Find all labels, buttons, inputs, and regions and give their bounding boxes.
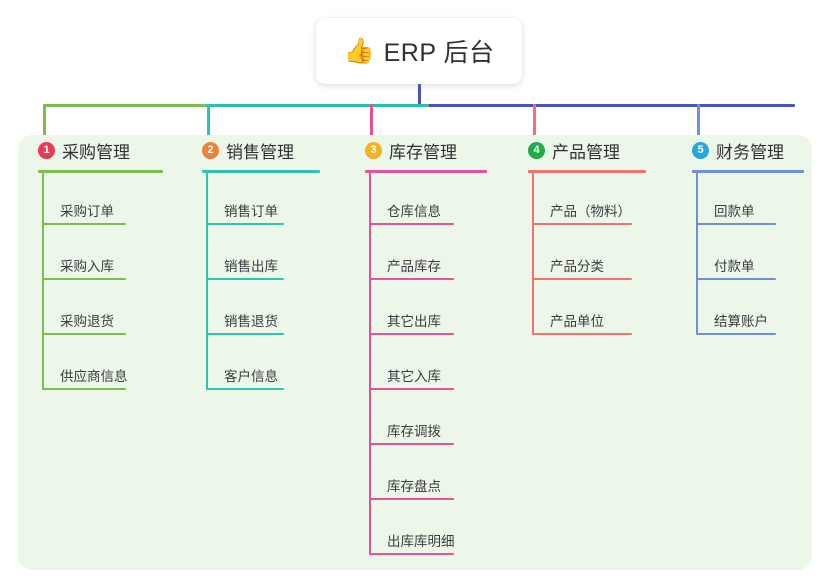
module-column-3: 3 库存管理仓库信息产品库存其它出库其它入库库存调拨库存盘点出库库明细	[345, 135, 505, 555]
module-item-rule	[369, 498, 454, 500]
module-header-4[interactable]: 4 产品管理	[508, 135, 668, 165]
connector-bus-segment	[428, 104, 795, 107]
module-header-rule	[528, 170, 646, 173]
module-item[interactable]: 库存调拨	[369, 423, 441, 440]
module-header-rule	[692, 170, 804, 173]
module-title: 采购管理	[62, 142, 130, 162]
module-item[interactable]: 出库库明细	[369, 533, 455, 550]
module-item-rule	[369, 443, 454, 445]
module-item[interactable]: 销售订单	[206, 203, 278, 220]
module-item-label: 采购退货	[60, 314, 114, 329]
module-item[interactable]: 回款单	[696, 203, 755, 220]
module-item[interactable]: 产品单位	[532, 313, 604, 330]
module-item-label: 其它出库	[387, 314, 441, 329]
module-item[interactable]: 仓库信息	[369, 203, 441, 220]
module-item-rule	[206, 333, 284, 335]
module-number-badge: 3	[365, 141, 382, 159]
module-item-label: 库存盘点	[387, 479, 441, 494]
module-title: 销售管理	[226, 142, 294, 162]
module-header-rule	[38, 170, 163, 173]
module-title: 产品管理	[552, 142, 620, 162]
module-item-label: 仓库信息	[387, 204, 441, 219]
module-item[interactable]: 付款单	[696, 258, 755, 275]
module-column-5: 5 财务管理回款单付款单结算账户	[672, 135, 832, 335]
module-header-3[interactable]: 3 库存管理	[345, 135, 505, 165]
module-item[interactable]: 客户信息	[206, 368, 278, 385]
module-stem	[369, 170, 371, 554]
module-item-rule	[206, 278, 284, 280]
module-item[interactable]: 产品分类	[532, 258, 604, 275]
module-item-rule	[369, 223, 454, 225]
module-item-label: 出库库明细	[387, 534, 455, 549]
module-item-label: 产品（物料）	[550, 204, 631, 219]
modules-panel: 1 采购管理采购订单采购入库采购退货供应商信息 2 销售管理销售订单销售出库销售退货客…	[18, 135, 812, 570]
module-item-rule	[369, 553, 454, 555]
module-item-rule	[42, 333, 126, 335]
module-item[interactable]: 结算账户	[696, 313, 768, 330]
module-item-rule	[369, 333, 454, 335]
module-item-label: 销售订单	[224, 204, 278, 219]
module-header-2[interactable]: 2 销售管理	[182, 135, 342, 165]
module-item[interactable]: 其它入库	[369, 368, 441, 385]
module-item-rule	[369, 278, 454, 280]
module-column-1: 1 采购管理采购订单采购入库采购退货供应商信息	[18, 135, 178, 390]
thumbs-up-icon: 👍	[343, 36, 375, 65]
module-item-label: 产品单位	[550, 314, 604, 329]
module-item-label: 销售退货	[224, 314, 278, 329]
module-item-label: 产品库存	[387, 259, 441, 274]
module-item[interactable]: 产品库存	[369, 258, 441, 275]
module-item-label: 销售出库	[224, 259, 278, 274]
module-item-rule	[206, 388, 284, 390]
module-item-rule	[696, 333, 776, 335]
module-header-rule	[202, 170, 320, 173]
module-item-rule	[42, 223, 126, 225]
module-item-rule	[532, 223, 632, 225]
module-item-rule	[532, 278, 632, 280]
module-item-label: 产品分类	[550, 259, 604, 274]
module-stem	[532, 170, 534, 334]
module-item-label: 结算账户	[714, 314, 768, 329]
connector-bus-segment	[43, 104, 205, 107]
module-item-rule	[42, 278, 126, 280]
module-title: 财务管理	[716, 142, 784, 162]
module-number-badge: 1	[38, 141, 55, 159]
module-header-1[interactable]: 1 采购管理	[18, 135, 178, 165]
connector-trunk	[418, 84, 421, 107]
module-number-badge: 2	[202, 141, 219, 159]
module-item[interactable]: 销售退货	[206, 313, 278, 330]
module-item[interactable]: 库存盘点	[369, 478, 441, 495]
connector-bus-segment	[205, 104, 428, 107]
root-title: ERP 后台	[383, 39, 495, 67]
module-item-rule	[532, 333, 632, 335]
module-item-label: 其它入库	[387, 369, 441, 384]
module-item-rule	[42, 388, 126, 390]
module-item-rule	[696, 278, 776, 280]
module-item[interactable]: 采购入库	[42, 258, 114, 275]
module-item[interactable]: 采购订单	[42, 203, 114, 220]
module-number-badge: 5	[692, 141, 709, 159]
module-item-label: 库存调拨	[387, 424, 441, 439]
module-header-5[interactable]: 5 财务管理	[672, 135, 832, 165]
module-column-2: 2 销售管理销售订单销售出库销售退货客户信息	[182, 135, 342, 390]
module-item-rule	[696, 223, 776, 225]
module-item-label: 回款单	[714, 204, 755, 219]
module-number-badge: 4	[528, 141, 545, 159]
module-item-label: 客户信息	[224, 369, 278, 384]
module-header-rule	[365, 170, 487, 173]
module-item-label: 采购入库	[60, 259, 114, 274]
module-item-label: 付款单	[714, 259, 755, 274]
module-item[interactable]: 其它出库	[369, 313, 441, 330]
root-node[interactable]: 👍 ERP 后台	[316, 18, 522, 84]
module-stem	[696, 170, 698, 334]
module-item-label: 供应商信息	[60, 369, 128, 384]
module-item-label: 采购订单	[60, 204, 114, 219]
module-item[interactable]: 采购退货	[42, 313, 114, 330]
module-item[interactable]: 产品（物料）	[532, 203, 631, 220]
module-column-4: 4 产品管理产品（物料） 产品分类产品单位	[508, 135, 668, 335]
module-item[interactable]: 供应商信息	[42, 368, 128, 385]
module-item[interactable]: 销售出库	[206, 258, 278, 275]
module-title: 库存管理	[389, 142, 457, 162]
module-item-rule	[206, 223, 284, 225]
module-item-rule	[369, 388, 454, 390]
